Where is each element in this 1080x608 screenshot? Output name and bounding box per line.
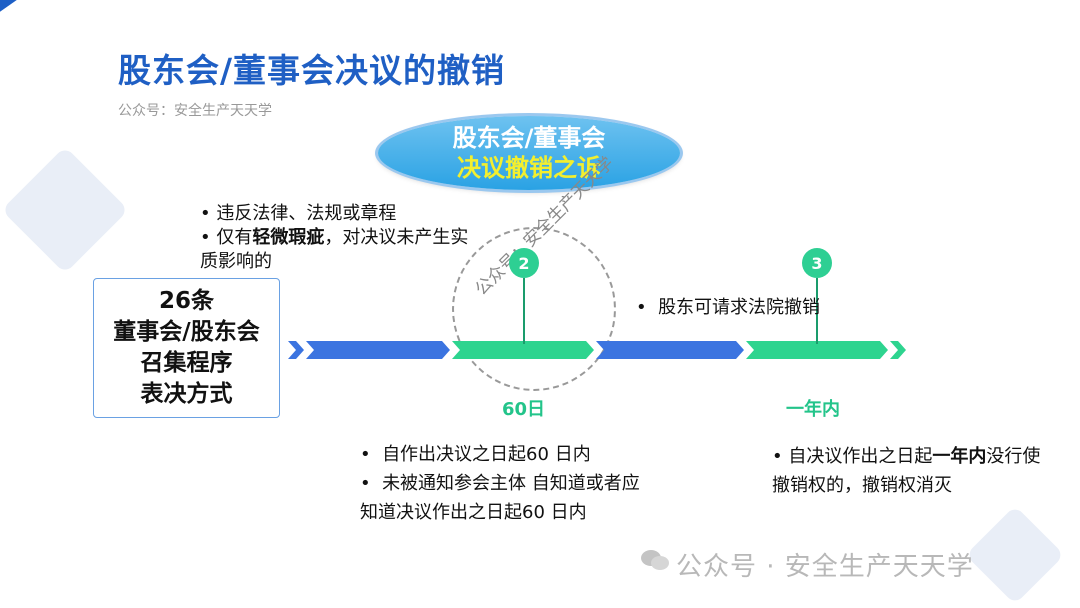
marker-stem	[816, 278, 818, 344]
lawsuit-oval: 股东会/董事会 决议撤销之诉	[378, 116, 680, 190]
bottom-right-bullet: • 自决议作出之日起一年内没行使撤销权的，撤销权消灭	[772, 446, 1041, 496]
box-line: 召集程序	[140, 350, 233, 376]
decorative-diamond	[1, 146, 129, 274]
arrow-segment-green-1	[452, 341, 594, 359]
arrow-segment-blue-1	[306, 341, 450, 359]
label-60-days: 60日	[502, 399, 546, 420]
chevron-end	[890, 341, 906, 359]
oval-line-1: 股东会/董事会	[452, 124, 606, 152]
page-title: 股东会/董事会决议的撤销	[118, 51, 506, 90]
label-one-year: 一年内	[786, 399, 840, 420]
bottom-middle-bullets: • 自作出决议之日起60 日内 • 未被通知参会主体 自知道或者应 知道决议作出…	[360, 440, 690, 527]
arrow-segment-blue-2	[596, 341, 744, 359]
page-subtitle: 公众号：安全生产天天学	[118, 103, 272, 119]
bullet-item: • 仅有轻微瑕疵，对决议未产生实质影响的	[200, 227, 469, 272]
wechat-icon	[640, 548, 670, 572]
decorative-diamond	[965, 505, 1065, 605]
marker-stem	[523, 278, 525, 344]
seal-circle	[452, 227, 616, 391]
arrow-segment-green-2	[746, 341, 888, 359]
bullet-item: • 违反法律、法规或章程	[200, 203, 397, 224]
article-box: 26条 董事会/股东会 召集程序 表决方式	[93, 278, 280, 418]
box-line: 表决方式	[140, 381, 233, 407]
watermark: 公众号 · 安全生产天天学	[676, 552, 974, 582]
oval-line-2: 决议撤销之诉	[457, 154, 601, 182]
right-top-bullet: • 股东可请求法院撤销	[636, 297, 821, 318]
chevron-start	[288, 341, 304, 359]
step-marker-3: 3	[802, 248, 832, 278]
bullet-item: • 未被通知参会主体 自知道或者应	[360, 473, 640, 494]
bullet-item-continued: 知道决议作出之日起60 日内	[360, 502, 587, 523]
box-line: 26条	[158, 288, 214, 314]
box-line: 董事会/股东会	[113, 319, 260, 345]
left-bullets: • 违反法律、法规或章程 • 仅有轻微瑕疵，对决议未产生实质影响的	[200, 202, 470, 274]
bullet-item: • 自作出决议之日起60 日内	[360, 444, 591, 465]
step-marker-2: 2	[509, 248, 539, 278]
timeline-arrows	[288, 341, 906, 359]
corner-stripe	[0, 0, 168, 44]
